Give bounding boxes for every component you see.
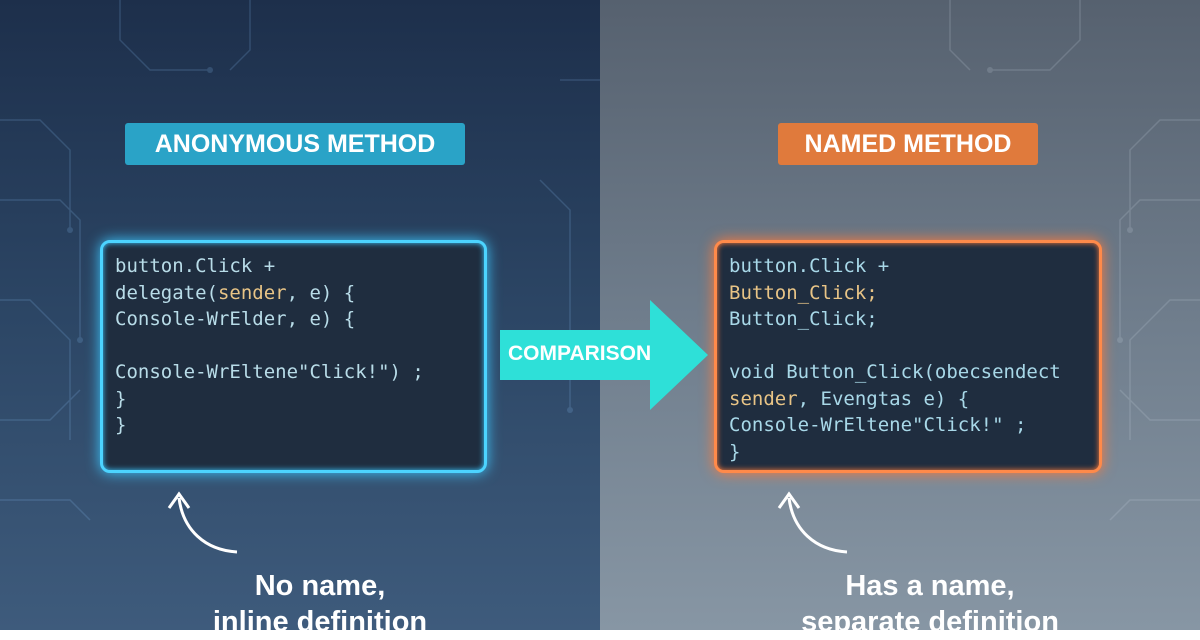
anonymous-method-label: ANONYMOUS METHOD — [125, 123, 465, 165]
code-line: } — [729, 440, 741, 463]
curved-arrow-icon — [777, 491, 848, 554]
code-line: } — [115, 414, 127, 436]
code-line: Console-WrElder, e) { — [115, 308, 356, 330]
code-line: delegate(sender, e) { — [115, 280, 472, 307]
named-code-block: button.Click + Button_Click; Button_Click;… — [714, 240, 1102, 473]
caption-line: separate definition — [801, 606, 1059, 638]
code-token: , Evengtas e) { — [797, 387, 970, 410]
code-line: sender, Evengtas e) { — [729, 386, 1087, 413]
anonymous-caption: No name, inline definition — [170, 568, 470, 640]
caption-line: No name, — [254, 570, 386, 602]
code-line — [115, 333, 472, 360]
code-line: Button_Click; — [729, 308, 878, 330]
code-token: sender — [217, 281, 287, 304]
caption-line: inline definition — [212, 606, 428, 638]
code-line: Console-WrEltene"Click!") ; — [115, 361, 424, 383]
comparison-label: COMPARISON — [508, 342, 652, 365]
code-line: Console-WrEltene"Click!" ; — [729, 414, 1027, 436]
code-line: } — [115, 387, 127, 410]
curved-arrow-icon — [167, 491, 238, 554]
code-line: button.Click + — [729, 255, 890, 277]
code-line — [729, 333, 1087, 360]
code-line: button.Click + — [115, 255, 276, 277]
code-token: delegate( — [115, 281, 218, 304]
caption-line: Has a name, — [845, 570, 1015, 602]
code-token: sender — [729, 387, 798, 410]
named-caption: Has a name, separate definition — [770, 568, 1090, 640]
anonymous-code-block: button.Click +delegate(sender, e) {Conso… — [100, 240, 487, 473]
named-method-label: NAMED METHOD — [778, 123, 1038, 165]
comparison-arrow-icon — [500, 300, 708, 410]
code-token: , e) { — [286, 281, 356, 304]
code-line: Button_Click; — [729, 281, 878, 304]
code-line: void Button_Click(obecsendect — [729, 361, 1061, 383]
circuit-pattern — [949, 0, 1200, 521]
circuit-pattern — [0, 0, 600, 521]
